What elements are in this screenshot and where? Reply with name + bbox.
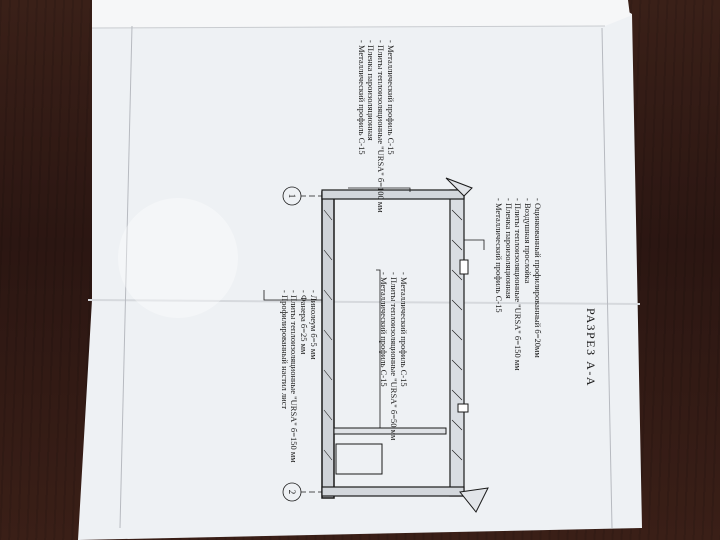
legend-center-item: - Металлический профиль С-15 [379, 272, 390, 387]
legend-right: - Оцинкованный профилированный б=20мм - … [493, 198, 543, 371]
roof-eave-top [445, 177, 473, 197]
roof-eave-bottom [459, 487, 489, 513]
drawing-title: РАЗРЕЗ А-А [584, 308, 598, 388]
legend-center-item: - Плиты теплоизоляционные "URSA" б=50 мм [389, 272, 400, 441]
axis-bubble-1 [282, 186, 302, 206]
legend-left-item: - Профилированный настил лист [279, 290, 290, 410]
leader-top [348, 187, 411, 192]
legend-right-item: - Металлический профиль С-15 [493, 198, 504, 313]
frame-right [601, 27, 613, 529]
frame-left [119, 25, 133, 529]
legend-right-item: - Воздушная прослойка [523, 198, 534, 284]
legend-top: - Металлический профиль С-15 - Плиты теп… [356, 40, 396, 213]
paper-fold-flap [92, 0, 630, 28]
axis-bubble-2 [282, 482, 302, 502]
axis-number-1: 1 [287, 193, 297, 199]
section-drawing [321, 177, 489, 513]
floor-slab [321, 191, 335, 499]
legend-top-item: - Плиты теплоизоляционные "URSA" б=100 м… [376, 40, 387, 213]
legend-center-item: - Металлический профиль С-15 [399, 272, 409, 387]
leader-right [464, 239, 485, 250]
watermark-blur [118, 198, 238, 318]
leader-center [376, 269, 381, 428]
legend-left-item: - Фанера б=25 мм [299, 290, 310, 355]
legend-center: - Металлический профиль С-15 - Плиты теп… [379, 272, 409, 441]
legend-right-item: - Плиты теплоизоляционные "URSA" б=150 м… [513, 198, 524, 371]
legend-top-item: - Металлический профиль С-15 [356, 40, 367, 155]
legend-right-item: - Пленка пароизоляционная [503, 198, 514, 299]
paper-page [78, 0, 642, 540]
axis-number-2: 2 [287, 489, 297, 495]
legend-left: - Линолеум б=5 мм - Фанера б=25 мм - Пли… [279, 290, 319, 463]
legend-top-item: - Пленка пароизоляционная [366, 40, 377, 141]
cabinet-box [335, 443, 383, 475]
leader-left [263, 290, 322, 301]
legend-right-item: - Оцинкованный профилированный б=20мм [533, 198, 543, 358]
legend-left-item: - Линолеум б=5 мм [309, 290, 319, 360]
legend-left-item: - Плиты теплоизоляционные "URSA" б=150 м… [289, 290, 300, 463]
wall-axis-2 [321, 486, 465, 497]
legend-top-item: - Металлический профиль С-15 [386, 40, 396, 155]
inner-partition [333, 427, 447, 435]
